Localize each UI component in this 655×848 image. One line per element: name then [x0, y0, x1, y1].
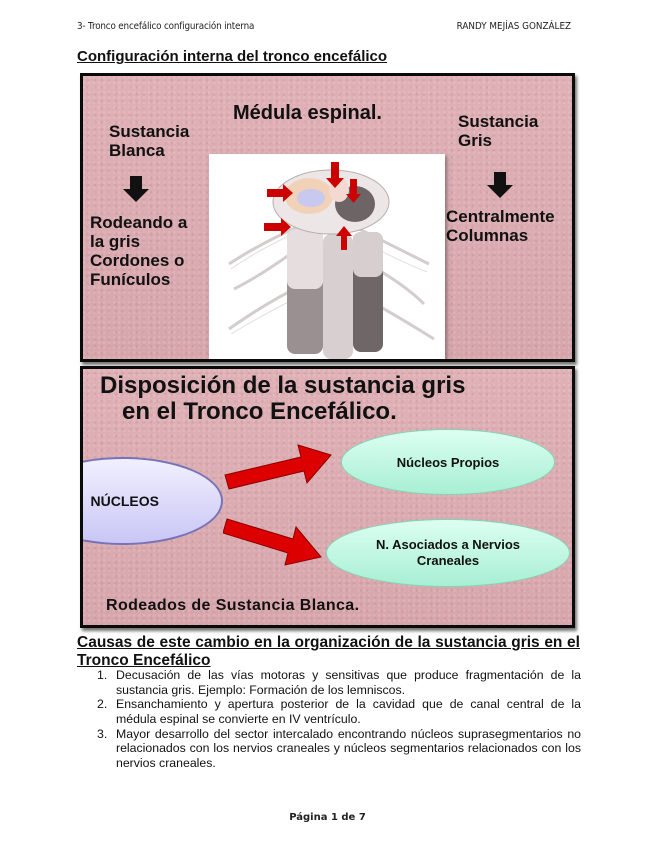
sustancia-blanca-label: Sustancia Blanca — [109, 122, 189, 160]
list-number: 3. — [97, 726, 108, 741]
arrow-to-asociados-icon — [223, 518, 322, 566]
spinal-cord-image — [209, 154, 445, 359]
node-line: Craneales — [416, 553, 480, 568]
list-text: Ensanchamiento y apertura posterior de l… — [116, 697, 581, 726]
running-header-title: 3- Tronco encefálico configuración inter… — [77, 21, 255, 32]
down-arrow-icon — [487, 172, 513, 198]
nucleos-node: NÚCLEOS — [83, 457, 223, 545]
heading-line: en el Tronco Encefálico. — [122, 398, 397, 426]
label-line: Rodeando a — [90, 213, 188, 232]
label-line: Cordones o — [90, 251, 185, 271]
node-line: N. Asociados a Nervios — [375, 537, 520, 553]
list-text: Mayor desarrollo del sector intercalado … — [116, 726, 581, 770]
slide2-footer: Rodeados de Sustancia Blanca. — [106, 597, 360, 614]
spinal-cord-illustration-icon — [228, 162, 435, 359]
nucleos-propios-node: Núcleos Propios — [341, 429, 555, 495]
slide-medula-espinal: Médula espinal. Sustancia Blanca Rodeand… — [80, 73, 575, 362]
arrow-to-propios-icon — [224, 444, 332, 490]
page-number: Página 1 de 7 — [289, 812, 366, 823]
sustancia-gris-label: Sustancia Gris — [458, 112, 538, 150]
running-header-author: RANDY MEJÍAS GONZÁLEZ — [456, 21, 571, 32]
label-line: Columnas — [446, 226, 529, 246]
slide2-heading: Disposición de la sustancia gris en el T… — [100, 372, 466, 426]
list-text: Decusación de las vías motoras y sensiti… — [116, 668, 581, 697]
label-line: Gris — [458, 131, 493, 151]
slide-disposicion-sustancia-gris: Disposición de la sustancia gris en el T… — [80, 366, 575, 628]
page-title: Configuración interna del tronco encefál… — [77, 48, 388, 65]
list-item: 1. Decusación de las vías motoras y sens… — [97, 668, 581, 697]
label-line: la gris — [90, 232, 141, 252]
list-item: 3. Mayor desarrollo del sector intercala… — [97, 727, 581, 771]
label-line: Blanca — [109, 141, 165, 161]
sustancia-blanca-description: Rodeando a la gris Cordones o Funículos — [90, 213, 187, 289]
list-item: 2. Ensanchamiento y apertura posterior d… — [97, 697, 581, 726]
section-title: Causas de este cambio en la organización… — [77, 634, 580, 669]
label-line: Funículos — [90, 270, 171, 290]
heading-line: Disposición de la sustancia gris — [100, 372, 466, 399]
list-number: 1. — [97, 668, 108, 682]
causes-list: 1. Decusación de las vías motoras y sens… — [97, 668, 581, 770]
down-arrow-icon — [123, 176, 149, 202]
sustancia-gris-description: Centralmente Columnas — [446, 207, 555, 245]
slide1-heading: Médula espinal. — [233, 102, 382, 124]
label-line: Centralmente — [446, 207, 555, 226]
label-line: Sustancia — [458, 112, 539, 131]
nucleos-asociados-node: N. Asociados a Nervios Craneales — [326, 519, 570, 587]
label-line: Sustancia — [109, 122, 190, 141]
list-number: 2. — [97, 697, 108, 712]
